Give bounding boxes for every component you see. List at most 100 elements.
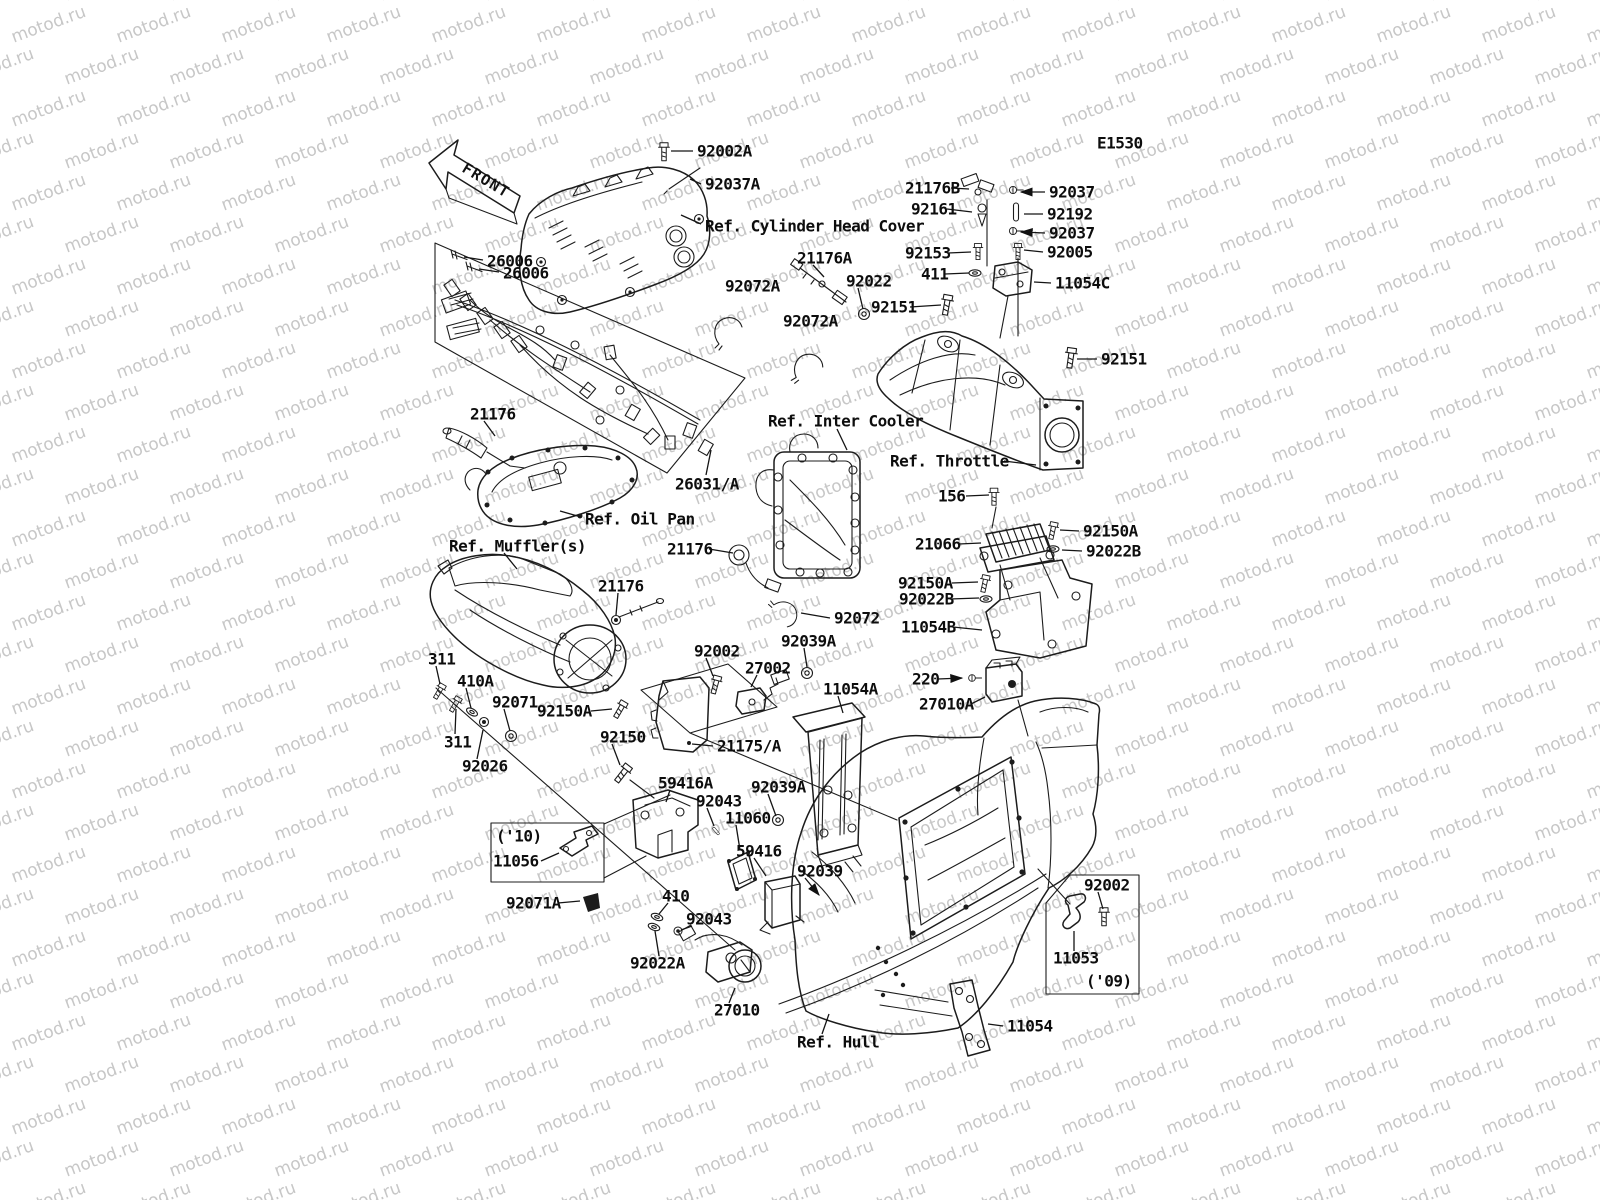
throttle-manifold — [876, 330, 1084, 471]
leader-46 — [435, 665, 441, 685]
leader-36 — [615, 592, 619, 616]
intercooler — [728, 433, 861, 593]
part-label-92039a-54: 92039A — [751, 777, 806, 797]
part-label-27010a-35: 27010A — [919, 694, 974, 714]
leader-37 — [708, 548, 734, 554]
gasket-11060 — [727, 851, 757, 891]
part-label-11056-67: 11056 — [493, 851, 539, 871]
part-label-311-49: 311 — [444, 732, 472, 752]
leader-48 — [503, 708, 511, 732]
part-label-311-46: 311 — [428, 649, 456, 669]
part-label-92161-8: 92161 — [911, 199, 957, 219]
leader-27 — [965, 494, 990, 497]
part-label-411-13: 411 — [921, 264, 949, 284]
leader-53 — [735, 824, 741, 851]
part-label-92151-20: 92151 — [1101, 349, 1147, 369]
leader-33 — [952, 626, 983, 631]
part-label-26006-4: 26006 — [487, 251, 533, 271]
leader-24 — [503, 552, 518, 570]
sensor-27002 — [735, 669, 790, 715]
leader-40 — [705, 657, 714, 677]
sensor-21176-left — [442, 427, 526, 469]
leader-35 — [970, 696, 986, 705]
part-label-92022-16: 92022 — [846, 271, 892, 291]
part-label-410-57: 410 — [662, 886, 690, 906]
leader-16 — [857, 287, 864, 310]
leader-26 — [1003, 460, 1037, 466]
part-label-27002-41: 27002 — [745, 658, 791, 678]
part-label-92022a-59: 92022A — [630, 953, 685, 973]
bracket-11054 — [949, 979, 991, 1057]
leader-14 — [1033, 281, 1052, 284]
part-label-92071a-68: 92071A — [506, 893, 561, 913]
leader-2 — [689, 178, 702, 185]
part-label-92072-38: 92072 — [834, 608, 880, 628]
clamp-11053 — [1062, 893, 1087, 930]
leader-13 — [944, 272, 970, 275]
leader-10 — [1019, 227, 1046, 238]
box-2009 — [1045, 874, 1140, 995]
part-label-156-27: 156 — [938, 486, 966, 506]
part-label-21175a-43: 21175/A — [717, 736, 781, 756]
leader-50 — [476, 729, 484, 760]
leader-42 — [837, 695, 844, 714]
leader-12 — [947, 251, 972, 254]
part-label-11054c-14: 11054C — [1055, 273, 1110, 293]
leader-34 — [937, 673, 964, 684]
leader-57 — [658, 902, 669, 915]
part-label-92072a-18: 92072A — [783, 311, 838, 331]
throttle-cable-parts — [960, 172, 1033, 339]
part-label-26031a-22: 26031/A — [675, 474, 739, 494]
part-label-92005-11: 92005 — [1047, 242, 1093, 262]
part-label-10-66: ('10) — [496, 826, 542, 846]
part-label-59416-55: 59416 — [736, 841, 782, 861]
leader-6 — [950, 187, 970, 190]
mount-chain-line — [435, 687, 736, 951]
part-label-refintercooler-25: Ref. Inter Cooler — [768, 411, 924, 431]
leader-23 — [559, 510, 582, 518]
leader-54 — [767, 793, 777, 817]
cable-21176A — [790, 258, 848, 306]
leader-49 — [454, 708, 457, 735]
part-label-11060-53: 11060 — [725, 808, 771, 828]
part-label-21176b-6: 21176B — [905, 178, 960, 198]
leader-21 — [483, 420, 496, 437]
leader-51 — [665, 789, 671, 803]
leader-68 — [557, 900, 581, 904]
leader-39 — [803, 647, 808, 668]
fasteners — [430, 142, 1110, 936]
part-label-92072a-17: 92072A — [725, 276, 780, 296]
part-label-92002-40: 92002 — [694, 641, 740, 661]
part-label-220-34: 220 — [912, 669, 940, 689]
part-label-59416a-51: 59416A — [658, 773, 713, 793]
leader-lines — [435, 150, 1104, 1035]
leader-3 — [680, 214, 702, 225]
leader-58 — [680, 925, 693, 931]
ecu-21175 — [640, 663, 778, 753]
part-label-92043-58: 92043 — [686, 909, 732, 929]
leader-22 — [705, 449, 712, 476]
leader-56 — [804, 877, 820, 897]
damper-59416 — [759, 875, 805, 935]
bracket-11054B — [985, 559, 1093, 659]
leader-31 — [951, 581, 979, 584]
leader-4 — [463, 256, 484, 261]
damper-92071A — [583, 893, 600, 912]
part-label-410a-47: 410A — [457, 671, 494, 691]
muffler — [429, 553, 665, 694]
leader-11 — [1023, 249, 1044, 253]
part-label-92150a-44: 92150A — [537, 701, 592, 721]
cylinder-head-cover — [518, 166, 711, 315]
part-label-92037-7: 92037 — [1049, 182, 1095, 202]
part-label-92026-50: 92026 — [462, 756, 508, 776]
box-2010 — [490, 794, 671, 883]
oil-pan — [464, 444, 638, 528]
part-label-11053-64: 11053 — [1053, 948, 1099, 968]
part-label-11054-62: 11054 — [1007, 1016, 1053, 1036]
leader-8 — [946, 208, 973, 213]
leader-47 — [465, 687, 472, 709]
part-label-92192-9: 92192 — [1047, 204, 1093, 224]
leader-38 — [800, 612, 831, 619]
part-label-11054a-42: 11054A — [823, 679, 878, 699]
part-label-e1530-0: E1530 — [1097, 133, 1143, 153]
